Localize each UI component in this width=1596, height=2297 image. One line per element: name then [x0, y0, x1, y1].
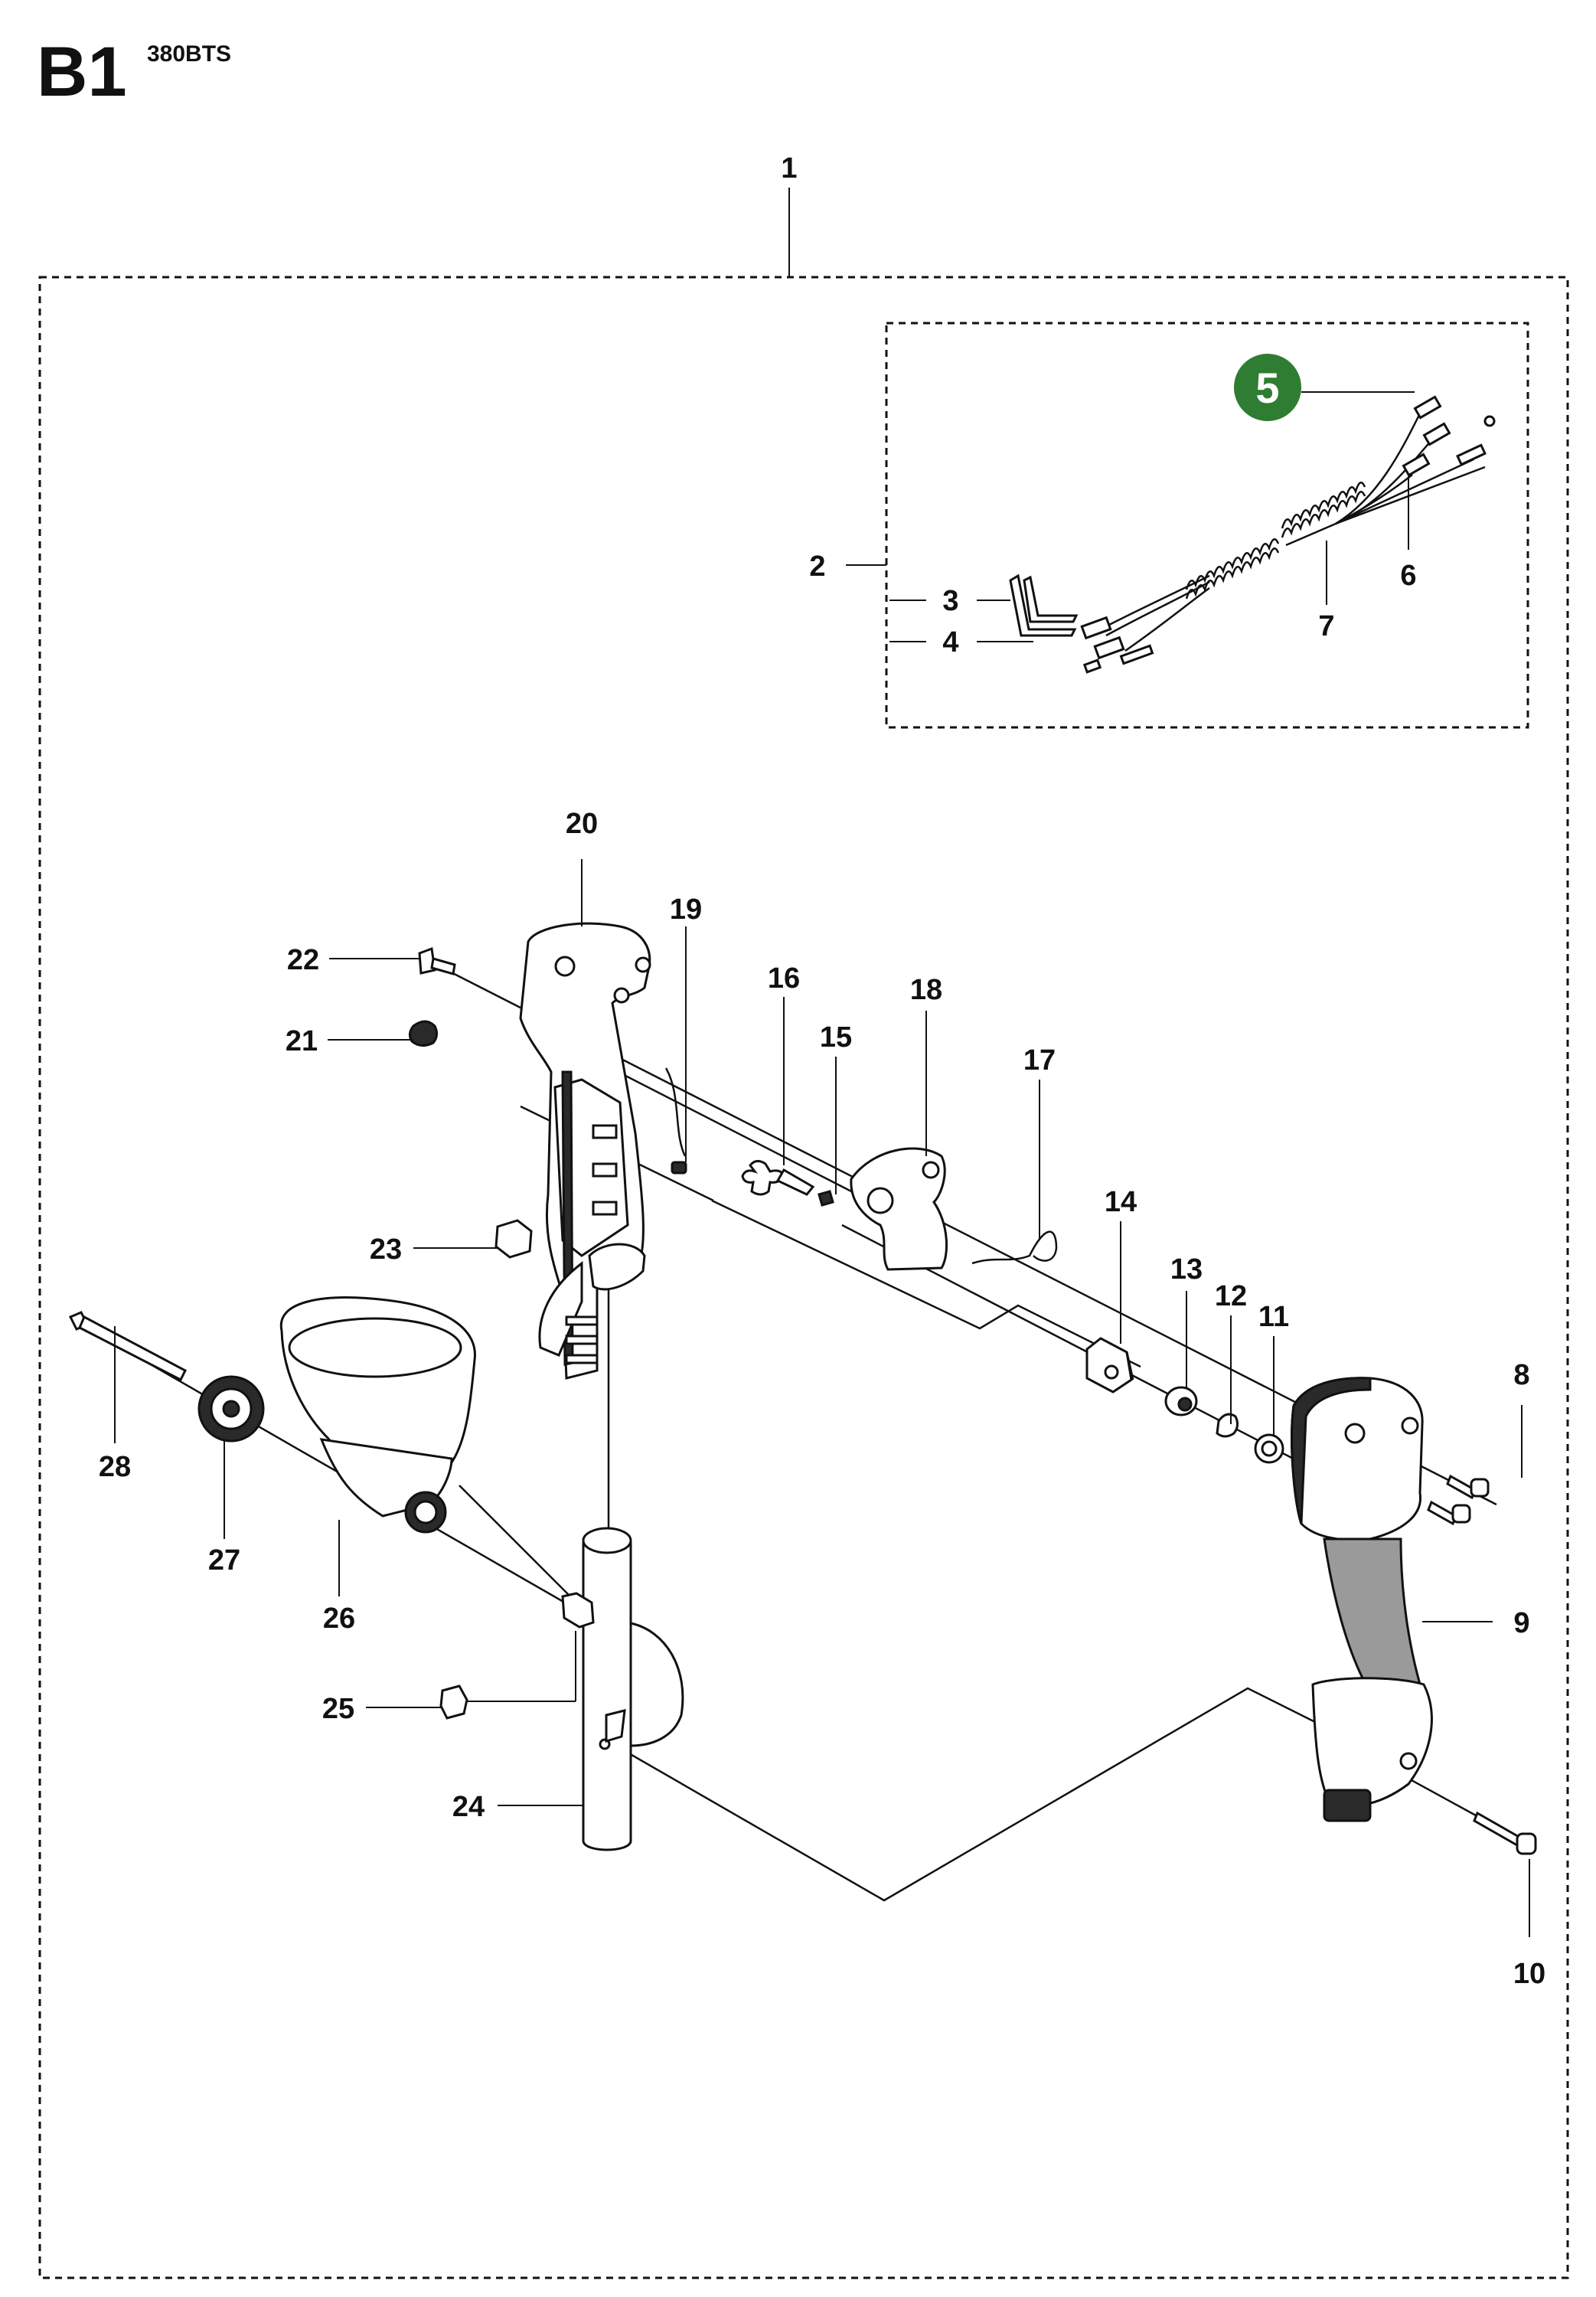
pin-part-15 — [818, 1190, 834, 1207]
callout-18: 18 — [910, 974, 942, 1006]
callout-3: 3 — [942, 585, 958, 617]
screw-part-10 — [1473, 1811, 1537, 1855]
spring-coil-left — [1185, 538, 1280, 600]
callout-22: 22 — [287, 944, 319, 976]
screw-part-8 — [1446, 1474, 1490, 1500]
nut-part-25 — [439, 1684, 468, 1720]
callout-21: 21 — [286, 1025, 318, 1057]
screw-part-19 — [671, 1161, 687, 1175]
callout-15: 15 — [820, 1021, 852, 1054]
callout-16: 16 — [768, 962, 800, 995]
housing-part-20 — [519, 922, 687, 1380]
callout-6: 6 — [1400, 560, 1416, 592]
screw-part-22 — [418, 946, 456, 975]
callout-26: 26 — [323, 1603, 355, 1635]
nut-part-23 — [494, 1219, 533, 1259]
callout-7: 7 — [1318, 610, 1334, 642]
callout-labels: 1 2 3 4 5 6 7 8 9 10 11 12 13 14 15 16 1… — [99, 152, 1545, 1990]
screw-part-8b — [1427, 1500, 1471, 1526]
callout-2: 2 — [809, 551, 825, 583]
bolt-part-28 — [68, 1311, 187, 1382]
callout-10: 10 — [1513, 1958, 1545, 1990]
spring-coil-right — [1281, 482, 1366, 538]
callout-4: 4 — [942, 626, 958, 658]
spring-part-17 — [971, 1230, 1058, 1265]
trigger-part-18 — [850, 1147, 948, 1271]
nut-part-21 — [408, 1020, 439, 1047]
knob-part-27 — [197, 1375, 265, 1443]
wiring-harness — [1009, 395, 1496, 674]
callout-14: 14 — [1105, 1186, 1137, 1218]
assembly-boundary — [38, 276, 1569, 2279]
callout-17: 17 — [1023, 1044, 1056, 1077]
callout-5: 5 — [1255, 364, 1279, 412]
clamp-part-26 — [279, 1296, 476, 1534]
harness-subassembly-boundary — [885, 322, 1529, 729]
callout-27: 27 — [208, 1544, 240, 1577]
highlight-badge — [1234, 354, 1301, 421]
tube-knob — [561, 1592, 595, 1629]
callout-8: 8 — [1513, 1359, 1529, 1391]
callout-19: 19 — [670, 894, 702, 926]
clip-part-12 — [1216, 1413, 1239, 1438]
model-name: 380BTS — [147, 41, 231, 67]
callout-11: 11 — [1258, 1301, 1289, 1333]
callout-12: 12 — [1215, 1280, 1247, 1312]
callout-28: 28 — [99, 1451, 131, 1483]
section-code: B1 — [37, 33, 127, 111]
tube-part-24 — [582, 1527, 684, 1851]
lever-part-16 — [741, 1160, 785, 1196]
callout-13: 13 — [1170, 1253, 1203, 1286]
callout-1: 1 — [781, 152, 797, 185]
callout-25: 25 — [322, 1693, 354, 1725]
callout-20: 20 — [566, 808, 598, 840]
leaders-main — [114, 859, 1530, 1937]
handle-part-9 — [1291, 1377, 1433, 1822]
callout-23: 23 — [370, 1233, 402, 1266]
callout-9: 9 — [1513, 1607, 1529, 1639]
callout-24: 24 — [452, 1791, 485, 1823]
connector-part-14 — [1085, 1337, 1134, 1394]
